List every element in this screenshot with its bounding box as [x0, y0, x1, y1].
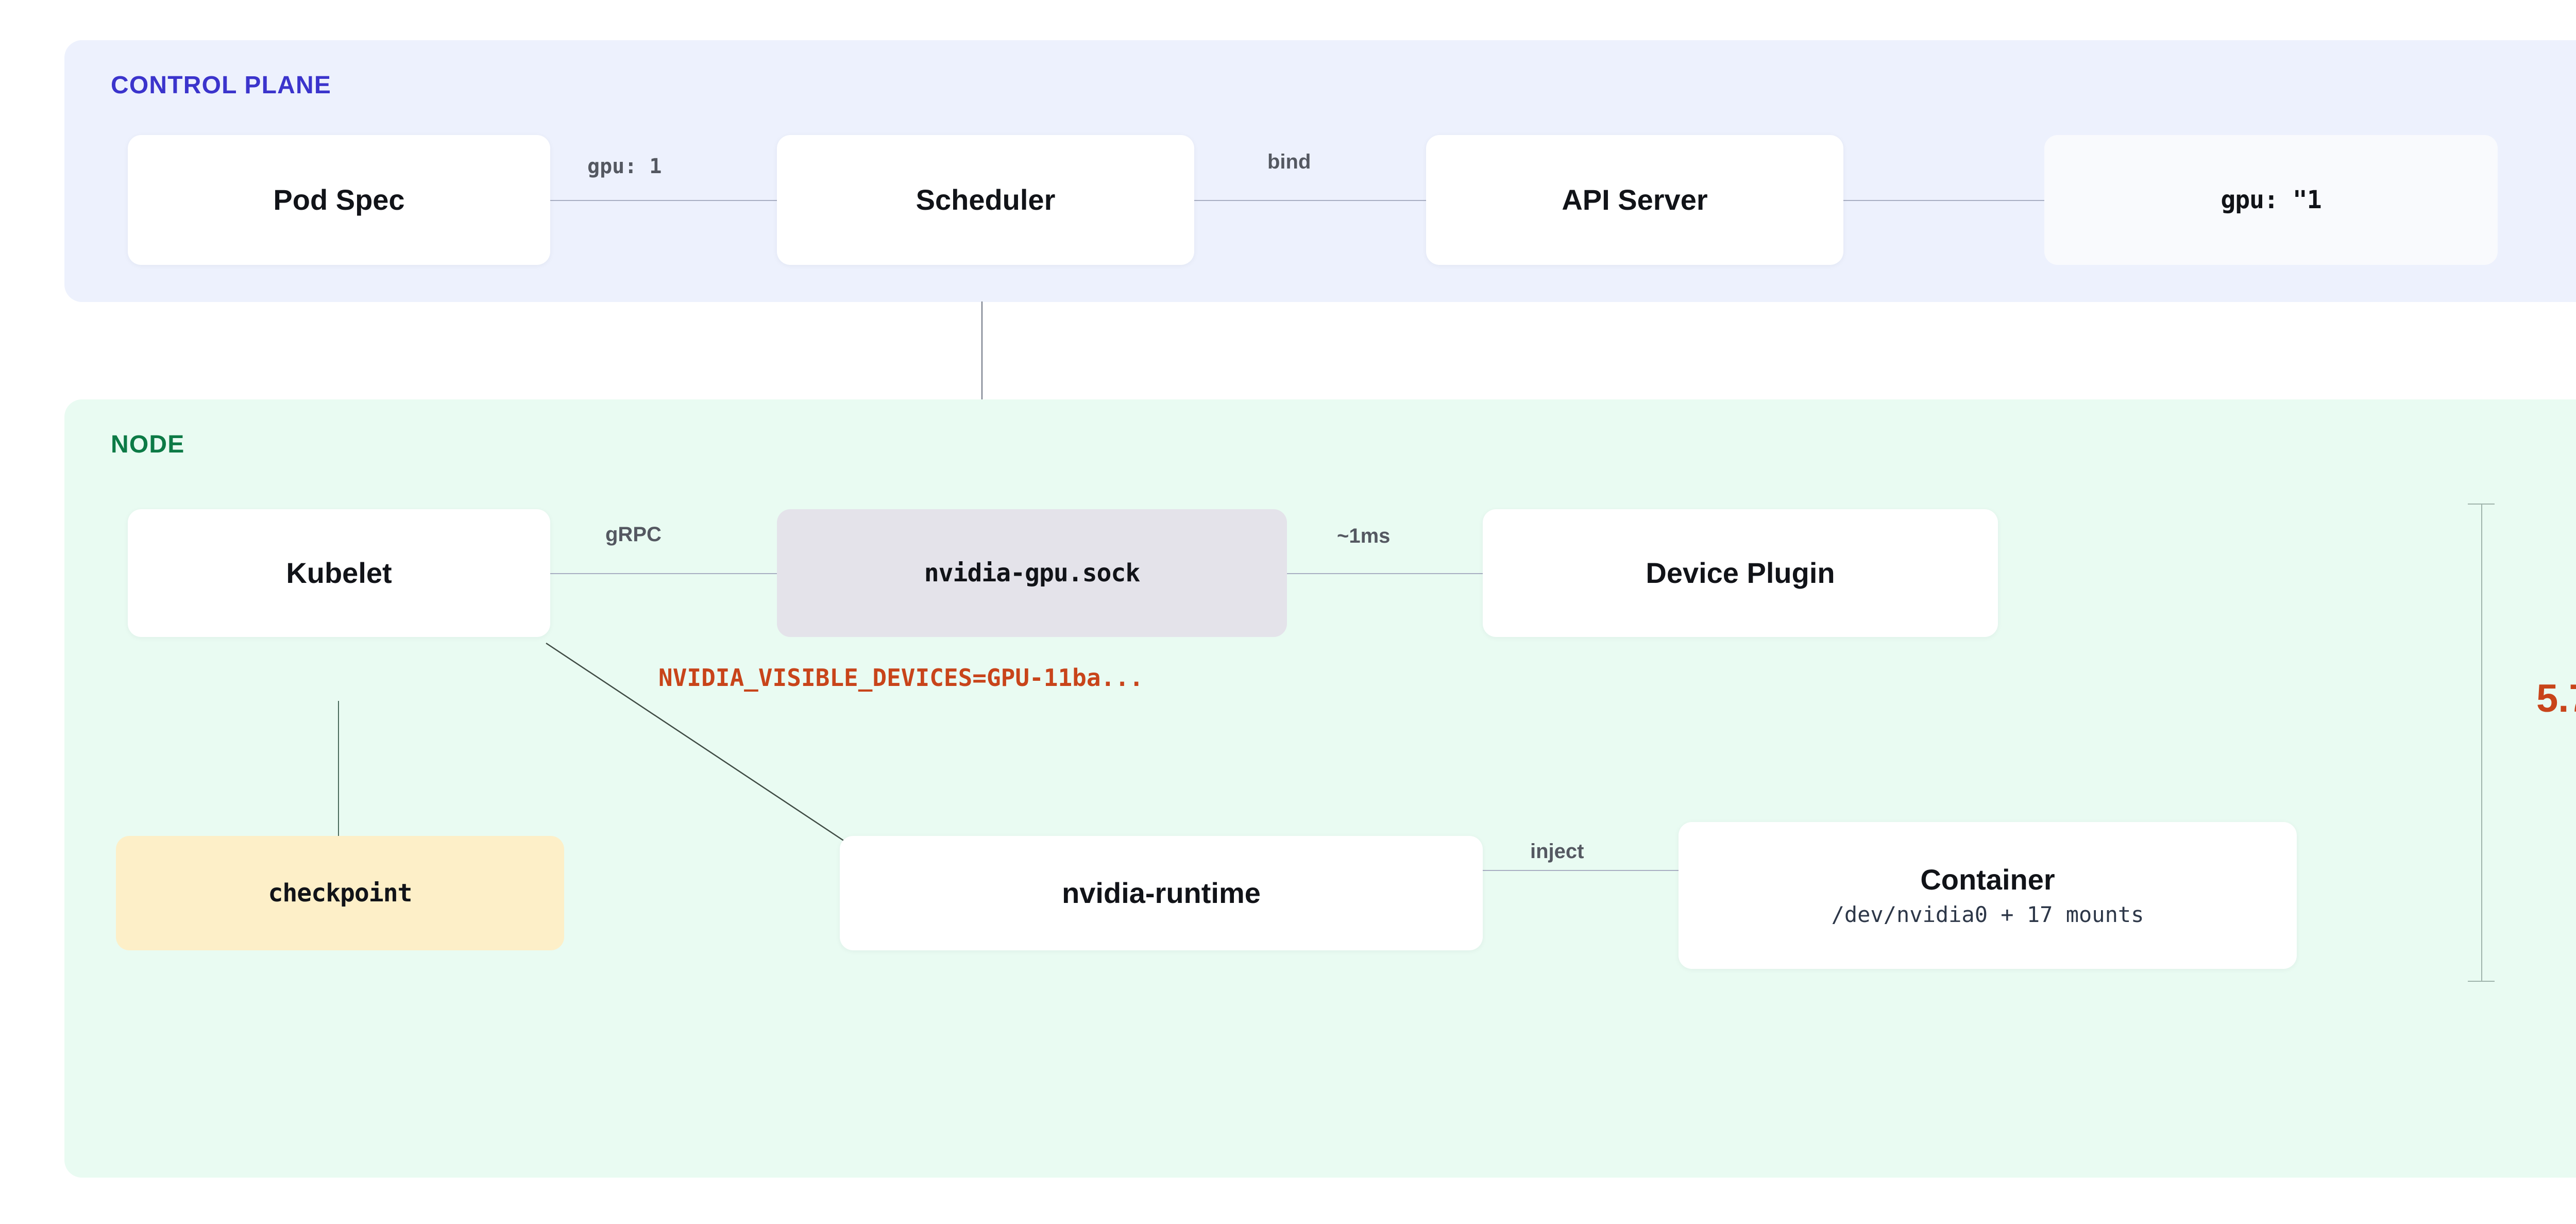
edge-controlplane-node [981, 301, 982, 400]
edge-label-runtime-container: inject [1530, 840, 1584, 863]
node-box-scheduler[interactable]: Scheduler [777, 135, 1194, 265]
node-title-gpu-annotation: gpu: "1 [2221, 185, 2321, 214]
node-box-checkpoint[interactable]: checkpoint [116, 836, 564, 950]
edge-podspec-scheduler [550, 200, 777, 201]
node-subtitle-container: /dev/nvidia0 + 17 mounts [1831, 901, 2144, 927]
node-title-nvidia-runtime: nvidia-runtime [1062, 877, 1261, 910]
latency-value: 5.7ms [2536, 677, 2576, 720]
node-title-scheduler: Scheduler [916, 183, 1056, 216]
edge-label-scheduler-apiserver: bind [1267, 150, 1311, 173]
latency-bracket-cap-bottom [2468, 981, 2495, 982]
node-title-container: Container [1920, 863, 2055, 896]
node-box-nvidia-runtime[interactable]: nvidia-runtime [840, 836, 1483, 950]
node-box-container[interactable]: Container /dev/nvidia0 + 17 mounts [1679, 822, 2297, 969]
node-title-pod-spec: Pod Spec [273, 183, 405, 216]
edge-apiserver-annotation [1843, 200, 2044, 201]
edge-sock-deviceplugin [1287, 573, 1483, 574]
node-box-device-plugin[interactable]: Device Plugin [1483, 509, 1998, 637]
edge-kubelet-sock [550, 573, 777, 574]
node-title-api-server: API Server [1562, 183, 1708, 216]
node-box-kubelet[interactable]: Kubelet [128, 509, 550, 637]
control-plane-zone-label: CONTROL PLANE [111, 72, 332, 99]
edge-label-sock-deviceplugin: ~1ms [1337, 525, 1391, 547]
node-box-gpu-annotation[interactable]: gpu: "1 [2044, 135, 2498, 265]
node-title-checkpoint: checkpoint [268, 878, 413, 908]
node-title-kubelet: Kubelet [286, 557, 392, 590]
node-title-device-plugin: Device Plugin [1646, 557, 1835, 590]
edge-scheduler-apiserver [1194, 200, 1426, 201]
edge-label-kubelet-runtime: NVIDIA_VISIBLE_DEVICES=GPU-11ba... [658, 664, 1144, 692]
latency-bracket-stem [2481, 504, 2482, 982]
node-box-pod-spec[interactable]: Pod Spec [128, 135, 550, 265]
edge-kubelet-checkpoint [338, 701, 339, 836]
node-zone-label: NODE [111, 431, 185, 458]
edge-label-podspec-scheduler: gpu: 1 [587, 155, 662, 178]
edge-runtime-container [1483, 870, 1679, 871]
edge-label-kubelet-sock: gRPC [605, 523, 662, 546]
node-box-nvidia-gpu-sock[interactable]: nvidia-gpu.sock [777, 509, 1287, 637]
node-title-nvidia-gpu-sock: nvidia-gpu.sock [924, 558, 1140, 588]
node-box-api-server[interactable]: API Server [1426, 135, 1843, 265]
